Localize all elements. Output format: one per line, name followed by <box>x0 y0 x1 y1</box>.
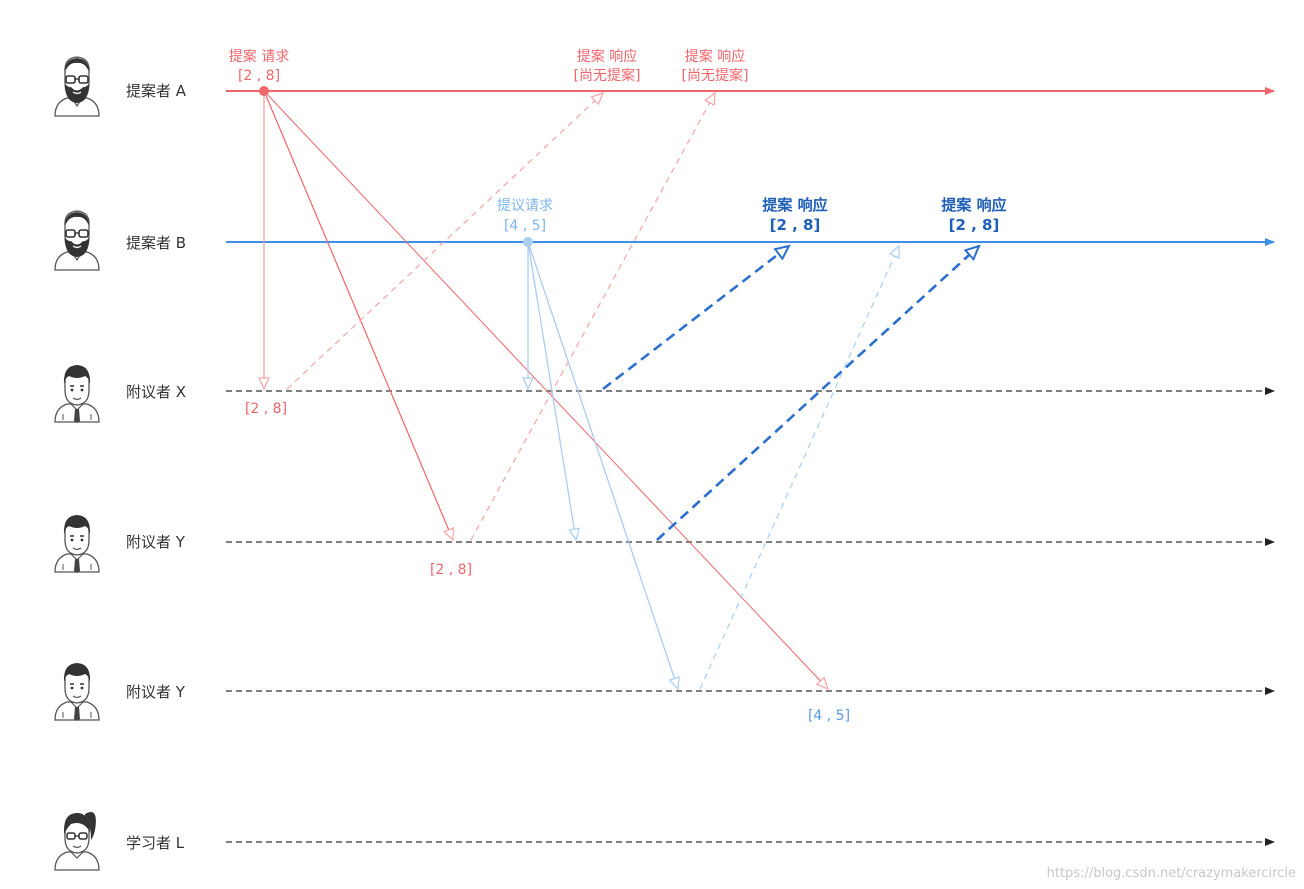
acceptor-x-avatar-icon <box>54 364 100 424</box>
actor-label-b: 提案者 B <box>126 234 186 252</box>
a-response1-value: [尚无提案] <box>574 67 641 84</box>
b-response1-title: 提案 响应 <box>762 196 827 214</box>
x-response-to-b-arrow <box>602 246 789 391</box>
y1-received-value: [2 , 8] <box>430 562 472 578</box>
a-response1-title: 提案 响应 <box>577 48 637 65</box>
b-request-to-y2-arrow <box>527 241 680 691</box>
b-response1-value: [2 , 8] <box>770 216 821 234</box>
y2-response-to-b-arrow <box>699 244 900 690</box>
b-request-value: [4 , 5] <box>504 218 546 234</box>
actor-label-y2: 附议者 Y <box>126 683 186 701</box>
a-request-to-y2-arrow <box>263 90 829 691</box>
a-request-value: [2 , 8] <box>238 68 280 84</box>
proposer-b-avatar-icon <box>54 210 100 271</box>
b-request-title: 提议请求 <box>497 198 553 214</box>
a-request-title: 提案 请求 <box>229 48 289 65</box>
a-response2-value: [尚无提案] <box>682 67 749 84</box>
a-request-origin-dot <box>259 86 269 96</box>
actor-label-a: 提案者 A <box>126 82 187 100</box>
actor-label-y1: 附议者 Y <box>126 533 186 551</box>
actor-label-l: 学习者 L <box>126 834 185 852</box>
y1-response-to-b-arrow <box>656 246 979 541</box>
a-request-to-y1-arrow <box>263 90 454 542</box>
learner-l-avatar-icon <box>54 811 100 871</box>
b-request-to-y1-arrow <box>527 241 581 542</box>
b-response2-title: 提案 响应 <box>941 196 1006 214</box>
proposer-a-avatar-icon <box>54 56 100 117</box>
acceptor-y1-avatar-icon <box>54 514 100 574</box>
y1-response-to-a-arrow <box>470 91 716 541</box>
b-response2-value: [2 , 8] <box>949 216 1000 234</box>
watermark: https://blog.csdn.net/crazymakercircle <box>1047 866 1296 881</box>
acceptor-y2-avatar-icon <box>54 662 100 722</box>
b-request-origin-dot <box>523 237 533 247</box>
a-response2-title: 提案 响应 <box>685 48 745 65</box>
x-received-value: [2 , 8] <box>245 401 287 417</box>
actor-label-x: 附议者 X <box>126 383 186 401</box>
y2-received-value: [4 , 5] <box>808 708 850 724</box>
